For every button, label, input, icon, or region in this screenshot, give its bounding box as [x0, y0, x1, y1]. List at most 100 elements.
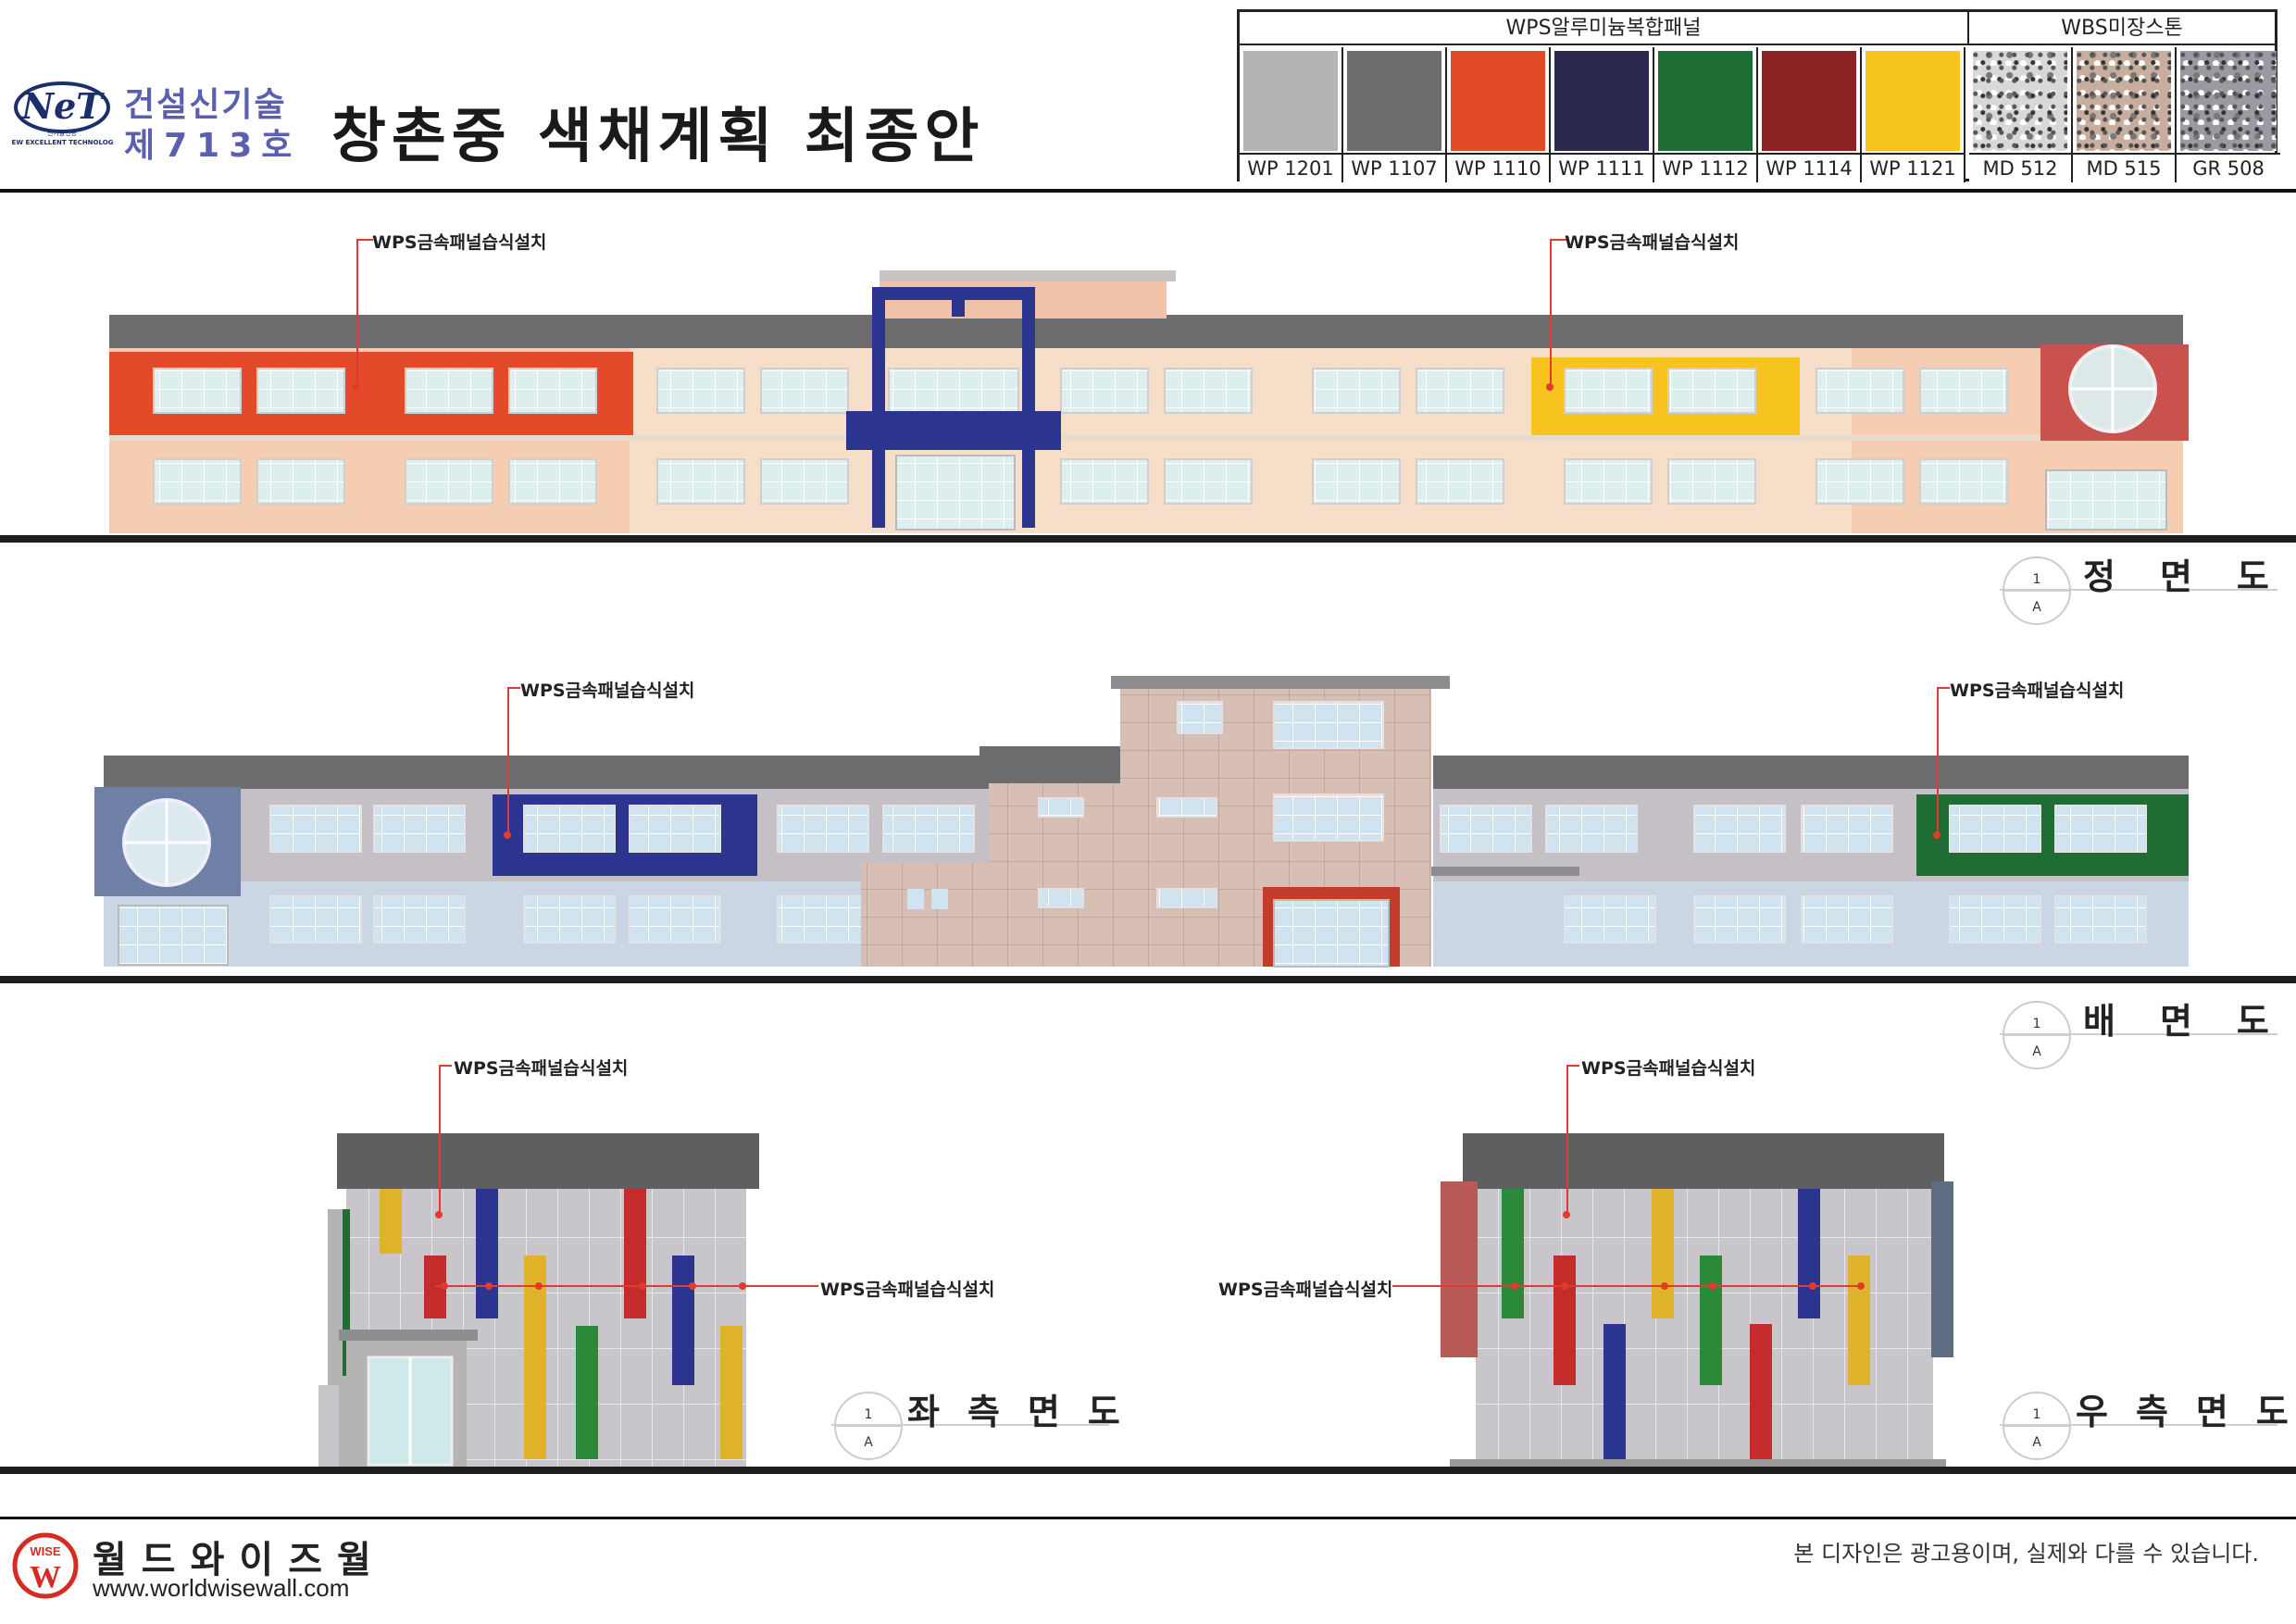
- front-entrance-doors: [895, 455, 1016, 531]
- swatch-color: [1243, 51, 1338, 151]
- left-annotation-side: WPS금속패널습식설치: [820, 1280, 995, 1300]
- rear-leader-2: [1937, 687, 1939, 835]
- svg-text:A: A: [2032, 600, 2041, 615]
- brand-url[interactable]: www.worldwisewall.com: [93, 1574, 350, 1602]
- swatch-wp-1114: WP 1114: [1758, 47, 1862, 182]
- front-annotation-2: WPS금속패널습식설치: [1565, 232, 1740, 253]
- front-tower-top: [880, 270, 1176, 281]
- swatch-group-wbs-title: WBS미장스톤: [1969, 12, 2275, 45]
- right-annotation-top: WPS금속패널습식설치: [1581, 1058, 1756, 1079]
- swatch-color: [1347, 51, 1441, 151]
- swatch-color: [1973, 51, 2067, 151]
- right-view-badge: 1 A: [2003, 1392, 2071, 1460]
- svg-text:1: 1: [865, 1407, 873, 1422]
- page-title: 창촌중 색채계획 최종안: [331, 103, 985, 171]
- right-leader-top: [1566, 1065, 1568, 1215]
- disclaimer-text: 본 디자인은 광고용이며, 실제와 다를 수 있습니다.: [1793, 1541, 2259, 1567]
- swatch-color: [2180, 51, 2277, 151]
- net-logo: NeT NEW EXCELLENT TECHNOLOGY 신기술인증: [11, 81, 113, 146]
- right-brick-side-panel: [1441, 1181, 1478, 1357]
- front-view-badge: 1 A: [2003, 556, 2071, 625]
- rear-entrance-doors: [1273, 899, 1390, 968]
- side-ground-line: [0, 1467, 2296, 1474]
- swatch-code: WP 1121: [1862, 153, 1964, 182]
- swatch-code: WP 1112: [1654, 153, 1756, 182]
- swatch-code: WP 1201: [1240, 153, 1341, 182]
- rear-upper-windows: [269, 805, 2147, 853]
- rear-view-badge: 1 A: [2003, 1001, 2071, 1069]
- swatch-wp-1107: WP 1107: [1343, 47, 1447, 182]
- rear-center-roof: [980, 746, 1137, 783]
- swatch-color: [1762, 51, 1856, 151]
- right-roof: [1463, 1133, 1944, 1189]
- svg-text:A: A: [2032, 1435, 2041, 1450]
- left-elevation-drawing: [318, 1133, 759, 1468]
- swatch-wp-1121: WP 1121: [1862, 47, 1965, 182]
- front-view-title: 정면도: [2083, 556, 2296, 597]
- swatch-code: WP 1110: [1447, 153, 1549, 182]
- swatch-color: [1554, 51, 1649, 151]
- swatch-wp-1110: WP 1110: [1447, 47, 1551, 182]
- rear-left-roof: [104, 756, 1029, 789]
- front-elevation-drawing: [109, 270, 2189, 533]
- left-leader-top: [439, 1065, 441, 1215]
- front-navy-frame: [872, 287, 1035, 300]
- swatch-group-wps-title: WPS알루미늄복합패널: [1240, 12, 1969, 45]
- rear-stair-tower-roof: [1111, 676, 1450, 689]
- swatch-wp-1111: WP 1111: [1551, 47, 1654, 182]
- rear-ground-line: [0, 976, 2296, 983]
- svg-text:A: A: [2032, 1044, 2041, 1059]
- rear-leader-1: [507, 687, 509, 835]
- right-view-title: 우측면도: [2076, 1392, 2296, 1432]
- rear-lower-windows: [269, 895, 2147, 943]
- swatch-color: [1658, 51, 1753, 151]
- swatch-color: [1451, 51, 1545, 151]
- front-leader-2: [1550, 239, 1552, 387]
- swatch-code: WP 1107: [1343, 153, 1445, 182]
- rear-right-roof: [1433, 756, 2189, 789]
- left-leader-side: [435, 1285, 818, 1287]
- swatch-color: [2077, 51, 2171, 151]
- swatch-md-512: MD 512: [1969, 47, 2073, 182]
- front-roof: [109, 315, 2183, 348]
- svg-text:1: 1: [2033, 572, 2041, 587]
- svg-text:1: 1: [2033, 1017, 2041, 1031]
- swatch-md-515: MD 515: [2073, 47, 2177, 182]
- svg-text:A: A: [864, 1435, 873, 1450]
- swatch-code: MD 515: [2073, 153, 2175, 182]
- front-ground-line: [0, 535, 2296, 543]
- swatch-wp-1201: WP 1201: [1240, 47, 1343, 182]
- left-view-title: 좌측면도: [907, 1392, 1148, 1432]
- wise-logo-text: WISE: [30, 1544, 61, 1558]
- right-annotation-side: WPS금속패널습식설치: [1218, 1280, 1393, 1300]
- swatch-code: WP 1111: [1551, 153, 1653, 182]
- left-annotation-top: WPS금속패널습식설치: [454, 1058, 629, 1079]
- brand-name: 월드와이즈월: [93, 1539, 386, 1581]
- wise-logo-letter: W: [30, 1560, 61, 1594]
- front-leader-1: [356, 239, 358, 387]
- right-leader-side: [1392, 1285, 1861, 1287]
- rear-view-title: 배면도: [2083, 1001, 2296, 1042]
- footer-divider: [0, 1517, 2296, 1519]
- rear-annotation-1: WPS금속패널습식설치: [520, 681, 695, 701]
- rear-annotation-2: WPS금속패널습식설치: [1950, 681, 2125, 701]
- cert-line-2: 제713호: [124, 127, 302, 165]
- net-logo-ring-text: NEW EXCELLENT TECHNOLOGY: [11, 139, 113, 146]
- cert-line-1: 건설신기술: [124, 86, 287, 124]
- header-divider: [0, 189, 2296, 193]
- front-upper-windows: [153, 368, 2008, 414]
- front-navy-canopy: [846, 411, 1061, 450]
- swatch-code: GR 508: [2177, 153, 2280, 182]
- swatch-gr-508: GR 508: [2177, 47, 2280, 182]
- net-logo-text: NeT: [20, 85, 105, 127]
- left-view-badge: 1 A: [834, 1392, 903, 1460]
- right-elevation-drawing: [1441, 1133, 1953, 1470]
- front-lower-windows: [153, 458, 2008, 505]
- wise-logo: WISE W: [12, 1532, 79, 1599]
- swatch-color: [1866, 51, 1960, 151]
- swatch-code: MD 512: [1969, 153, 2071, 182]
- left-entrance-canopy: [339, 1330, 478, 1341]
- swatch-wp-1112: WP 1112: [1654, 47, 1758, 182]
- front-annotation-1: WPS금속패널습식설치: [372, 232, 547, 253]
